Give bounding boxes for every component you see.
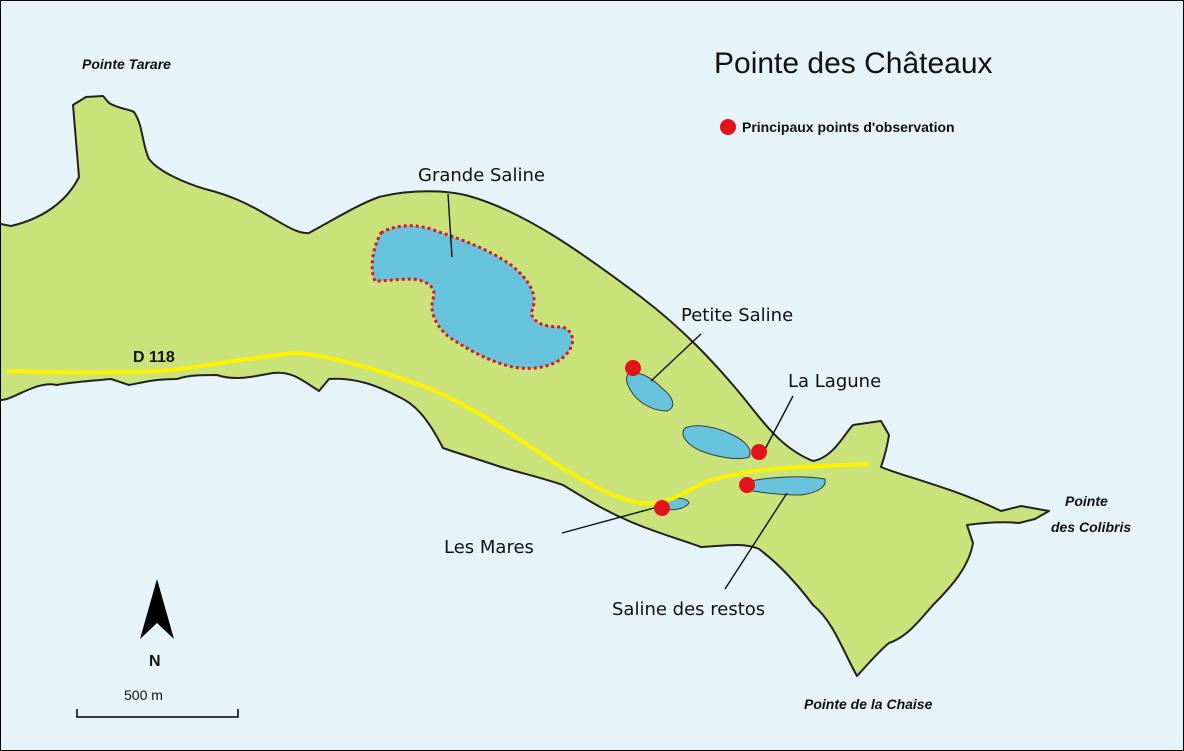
petite-saline-pond [626,372,674,412]
pointe-colibris-label-line2: des Colibris [1051,519,1131,535]
grande-saline-label: Grande Saline [418,165,545,186]
road-d118 [7,351,869,506]
observation-point-saline-restos [739,477,755,493]
la-lagune-leader [762,395,794,454]
scale-bar-label: 500 m [124,687,163,703]
legend-observation-dot [720,119,736,135]
la-lagune-label: La Lagune [788,371,881,392]
map-title: Pointe des Châteaux [714,47,993,80]
les-mares-leader [561,504,666,534]
pointe-tarare-label: Pointe Tarare [82,56,171,72]
petite-saline-leader [650,333,702,382]
scale-bar [76,709,239,718]
saline-restos-pond [747,476,826,496]
north-arrow-label: N [149,653,161,670]
pointe-colibris-label-line1: Pointe [1065,493,1108,509]
north-arrow-icon [140,579,174,639]
les-mares-label: Les Mares [444,537,534,558]
observation-point-les-mares [654,500,670,516]
observation-point-petite-saline [625,360,641,376]
legend-label: Principaux points d'observation [742,119,955,135]
road-label: D 118 [133,349,175,366]
la-lagune-pond [682,425,751,460]
grande-saline-pond [370,224,574,370]
saline-restos-label: Saline des restos [612,599,765,620]
observation-point-la-lagune [751,444,767,460]
grande-saline-leader [447,193,453,258]
pointe-chaise-label: Pointe de la Chaise [804,696,933,712]
saline-restos-leader [724,492,788,590]
peninsula-land [1,95,1050,677]
petite-saline-label: Petite Saline [681,305,793,326]
